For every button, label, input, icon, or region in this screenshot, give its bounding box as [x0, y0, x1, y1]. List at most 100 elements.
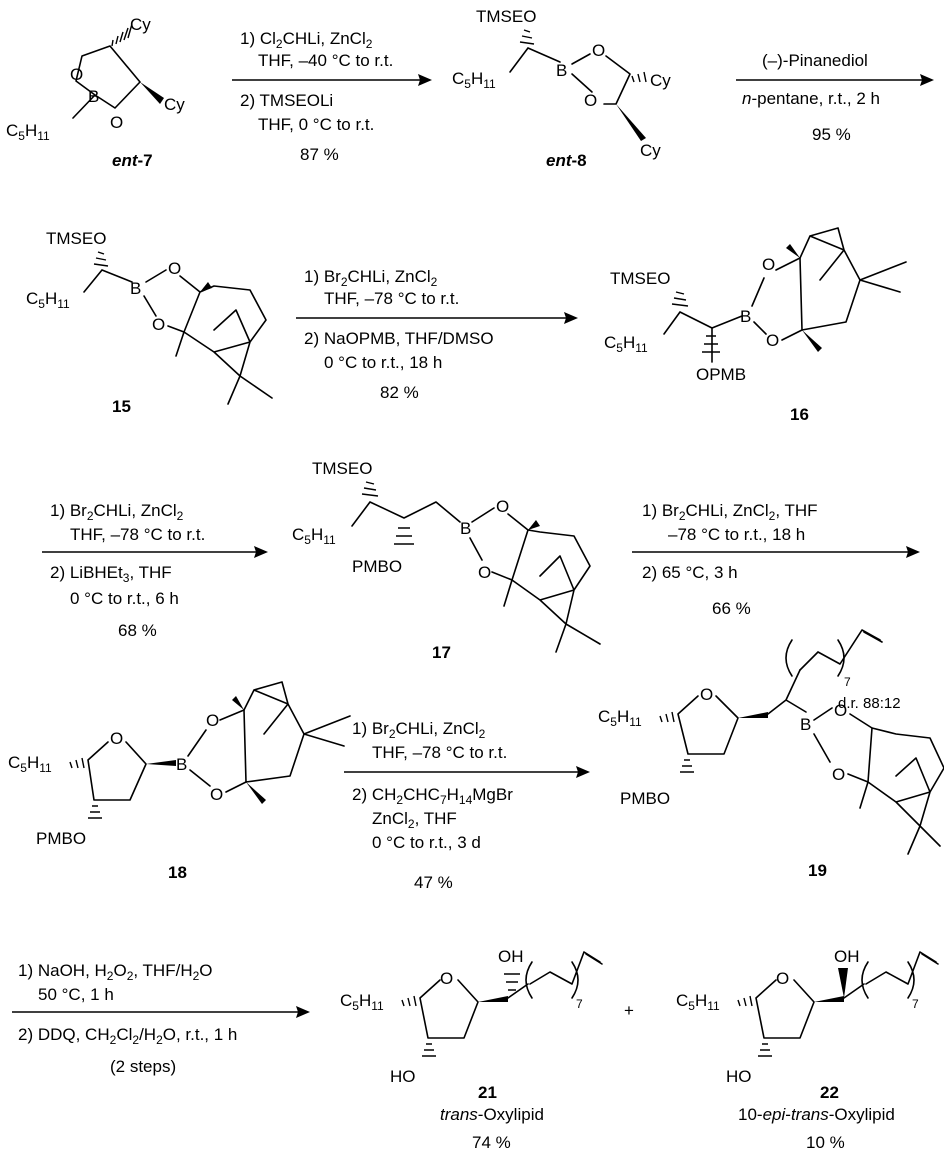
oxygen-atom: O	[762, 255, 775, 274]
condition-line: ZnCl2, THF	[372, 809, 457, 831]
compound-17: TMSEO C5H11 PMBO B O O 17	[292, 459, 601, 662]
pmb-ether-label: OPMB	[696, 365, 746, 384]
boron-atom: B	[460, 519, 471, 538]
cyclohexyl-label: Cy	[164, 95, 185, 114]
condition-line: 1) Br2CHLi, ZnCl2, THF	[642, 501, 818, 523]
oxygen-atom: O	[766, 331, 779, 350]
oxygen-atom: O	[584, 91, 597, 110]
oxygen-atom: O	[152, 315, 165, 334]
reaction-arrow-5: 1) Br2CHLi, ZnCl2, THF –78 °C to r.t., 1…	[632, 501, 920, 618]
step-yield: 47 %	[414, 873, 453, 892]
compound-label: 17	[432, 643, 451, 662]
compound-label: 22	[820, 1083, 839, 1102]
repeat-count: 7	[844, 675, 851, 689]
pentyl-label: C5H11	[8, 753, 52, 775]
reaction-arrow-7: 1) NaOH, H2O2, THF/H2O 50 °C, 1 h 2) DDQ…	[12, 961, 310, 1076]
compound-16: TMSEO OPMB C5H11 B O O 16	[604, 227, 907, 424]
hydroxyl-label: HO	[726, 1067, 752, 1086]
compound-label: 19	[808, 861, 827, 880]
plus-sign: +	[624, 1001, 634, 1020]
cyclohexyl-label: Cy	[650, 71, 671, 90]
reaction-arrow-1: 1) Cl2CHLi, ZnCl2 THF, –40 °C to r.t. 2)…	[232, 29, 432, 164]
pentyl-label: C5H11	[452, 69, 496, 91]
compound-15: TMSEO C5H11 B O O 15	[26, 229, 273, 416]
oxygen-atom: O	[168, 259, 181, 278]
condition-line: (–)-Pinanediol	[762, 51, 868, 70]
compound-ent-7: B O O Cy Cy C5H11 ent-7	[6, 15, 185, 170]
condition-line: THF, –40 °C to r.t.	[258, 51, 393, 70]
compound-yield: 74 %	[472, 1133, 511, 1152]
oxygen-atom: O	[110, 729, 123, 748]
diastereomeric-ratio: d.r. 88:12	[838, 695, 901, 712]
reaction-arrow-2: (–)-Pinanediol n-pentane, r.t., 2 h 95 %	[736, 51, 934, 144]
condition-line: 0 °C to r.t., 18 h	[324, 353, 442, 372]
pentyl-label: C5H11	[340, 991, 384, 1013]
condition-line: THF, –78 °C to r.t.	[372, 743, 507, 762]
oxygen-atom: O	[496, 497, 509, 516]
condition-line: 2) TMSEOLi	[240, 91, 333, 110]
compound-label: 18	[168, 863, 187, 882]
step-yield: 68 %	[118, 621, 157, 640]
pentyl-label: C5H11	[598, 707, 642, 729]
pentyl-label: C5H11	[292, 525, 336, 547]
oxygen-atom: O	[834, 701, 847, 720]
compound-19: C5H11 O PMBO 7 d.r. 88:12 B O O 19	[598, 629, 944, 880]
pentyl-label: C5H11	[6, 121, 50, 143]
condition-line: 2) LiBHEt3, THF	[50, 563, 172, 585]
reaction-arrow-4: 1) Br2CHLi, ZnCl2 THF, –78 °C to r.t. 2)…	[42, 501, 268, 640]
compound-ent-8: TMSEO C5H11 B O O Cy Cy ent-8	[452, 7, 671, 170]
oxygen-atom: O	[776, 969, 789, 988]
oxygen-atom: O	[70, 65, 83, 84]
boron-atom: B	[740, 307, 751, 326]
pentyl-label: C5H11	[26, 289, 70, 311]
reaction-arrow-3: 1) Br2CHLi, ZnCl2 THF, –78 °C to r.t. 2)…	[296, 267, 578, 402]
oxygen-atom: O	[440, 969, 453, 988]
compound-label: ent-7	[112, 151, 153, 170]
condition-line: 2) 65 °C, 3 h	[642, 563, 738, 582]
boron-atom: B	[130, 279, 141, 298]
step-yield: 66 %	[712, 599, 751, 618]
boron-atom: B	[556, 61, 567, 80]
condition-line: 1) Br2CHLi, ZnCl2	[352, 719, 486, 741]
oxygen-atom: O	[700, 685, 713, 704]
boron-atom: B	[800, 715, 811, 734]
condition-line: THF, –78 °C to r.t.	[70, 525, 205, 544]
compound-22: C5H11 O HO OH 7 22 10-epi-trans-Oxylipid…	[676, 947, 939, 1152]
condition-line: –78 °C to r.t., 18 h	[668, 525, 805, 544]
compound-name: trans-Oxylipid	[440, 1105, 544, 1124]
compound-21: C5H11 O HO OH 7 21 trans-Oxylipid 74 %	[340, 947, 603, 1152]
condition-line: 1) Br2CHLi, ZnCl2	[50, 501, 184, 523]
compound-yield: 10 %	[806, 1133, 845, 1152]
condition-line: 1) Br2CHLi, ZnCl2	[304, 267, 438, 289]
compound-18: C5H11 O PMBO B O O 18	[8, 681, 351, 882]
boron-atom: B	[88, 87, 99, 106]
step-yield: 95 %	[812, 125, 851, 144]
condition-line: 0 °C to r.t., 6 h	[70, 589, 179, 608]
oxygen-atom: O	[832, 765, 845, 784]
repeat-count: 7	[912, 997, 919, 1011]
compound-label: ent-8	[546, 151, 587, 170]
oxygen-atom: O	[592, 41, 605, 60]
compound-name: 10-epi-trans-Oxylipid	[738, 1105, 895, 1124]
oxygen-atom: O	[210, 785, 223, 804]
hydroxyl-label: HO	[390, 1067, 416, 1086]
condition-line: THF, –78 °C to r.t.	[324, 289, 459, 308]
condition-line: 1) NaOH, H2O2, THF/H2O	[18, 961, 213, 983]
hydroxyl-label: OH	[834, 947, 860, 966]
hydroxyl-label: OH	[498, 947, 524, 966]
condition-line: 50 °C, 1 h	[38, 985, 114, 1004]
repeat-count: 7	[576, 997, 583, 1011]
reaction-arrow-6: 1) Br2CHLi, ZnCl2 THF, –78 °C to r.t. 2)…	[344, 719, 590, 892]
condition-line: THF, 0 °C to r.t.	[258, 115, 374, 134]
tmse-ether-label: TMSEO	[312, 459, 372, 478]
tmse-ether-label: TMSEO	[46, 229, 106, 248]
condition-line: 2) NaOPMB, THF/DMSO	[304, 329, 494, 348]
step-yield: 87 %	[300, 145, 339, 164]
pentyl-label: C5H11	[604, 333, 648, 355]
condition-line: n-pentane, r.t., 2 h	[742, 89, 880, 108]
cyclohexyl-label: Cy	[130, 15, 151, 34]
oxygen-atom: O	[110, 113, 123, 132]
condition-line: 2) DDQ, CH2Cl2/H2O, r.t., 1 h	[18, 1025, 237, 1047]
pmb-ether-label: PMBO	[352, 557, 402, 576]
